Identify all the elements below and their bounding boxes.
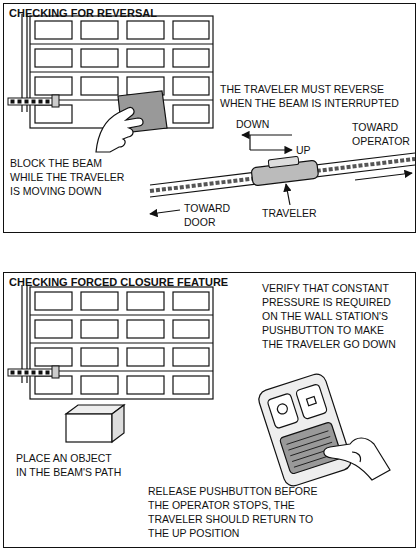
annotation-label: DOWN xyxy=(236,117,276,131)
annotation-label: TOWARD DOOR xyxy=(184,201,240,229)
garage-door xyxy=(22,285,213,399)
hand-with-card xyxy=(96,91,167,152)
garage-door xyxy=(22,14,213,128)
annotation-label: VERIFY THAT CONSTANT PRESSURE IS REQUIRE… xyxy=(262,281,404,351)
annotation-label: TRAVELER xyxy=(262,206,332,220)
annotation-label: THE TRAVELER MUST REVERSE WHEN THE BEAM … xyxy=(220,82,412,110)
annotation-label: PLACE AN OBJECT IN THE BEAM'S PATH xyxy=(16,451,124,479)
annotation-label: TOWARD OPERATOR xyxy=(352,120,414,148)
annotation-label: UP xyxy=(296,143,326,157)
traveler xyxy=(250,154,318,186)
panel-heading: CHECKING FORCED CLOSURE FEATURE xyxy=(9,276,228,289)
sensor-bracket xyxy=(8,95,59,107)
panel-heading: CHECKING FOR REVERSAL xyxy=(9,7,157,20)
pressing-hand xyxy=(324,438,390,480)
rail-and-chain xyxy=(150,153,415,197)
annotation-label: BLOCK THE BEAM WHILE THE TRAVELER IS MOV… xyxy=(10,156,135,198)
annotation-label: RELEASE PUSHBUTTON BEFORE THE OPERATOR S… xyxy=(148,484,322,540)
box-object xyxy=(66,405,124,442)
sensor-bracket xyxy=(8,366,59,378)
panel-box: CHECKING FOR REVERSAL xyxy=(3,3,416,233)
wall-station xyxy=(256,372,353,489)
